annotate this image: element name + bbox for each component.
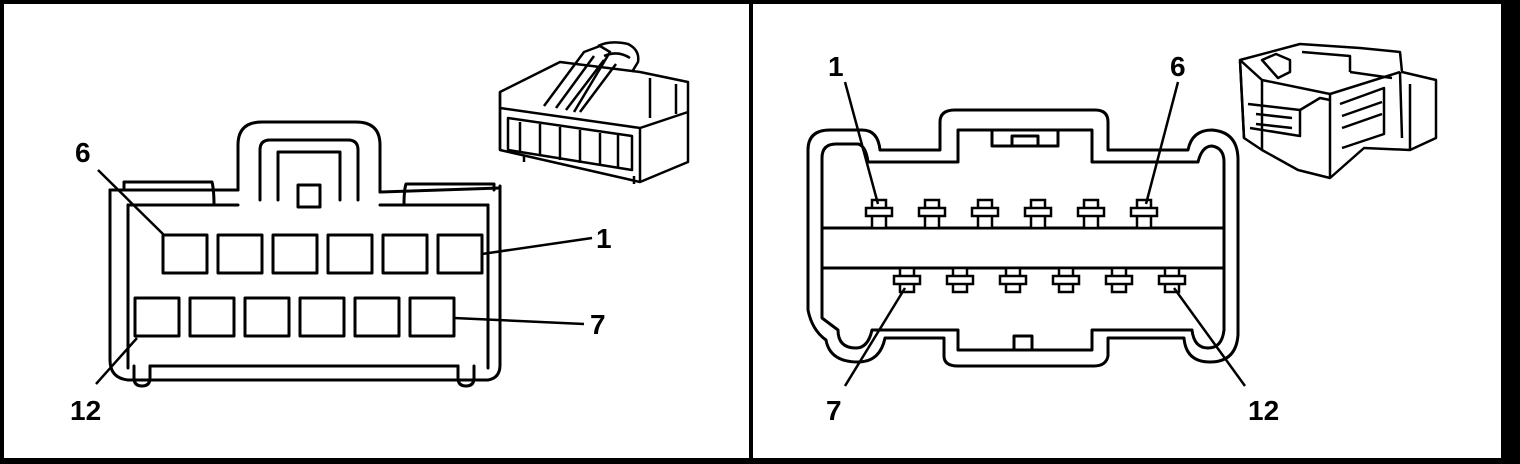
right-label-pin-12: 12: [1248, 395, 1279, 426]
left-label-pin-1: 1: [596, 223, 612, 254]
right-label-pin-7: 7: [826, 395, 842, 426]
left-label-pin-12: 12: [70, 395, 101, 426]
right-label-pin-1: 1: [828, 51, 844, 82]
right-connector-face: [806, 108, 1240, 368]
left-connector-iso-illustration: [498, 41, 690, 184]
right-leader-lines: [843, 81, 1247, 387]
left-label-pin-6: 6: [75, 137, 91, 168]
right-label-pin-6: 6: [1170, 51, 1186, 82]
left-leader-lines: [95, 169, 593, 385]
right-connector-iso-illustration: [1238, 42, 1438, 180]
right-terminals-bottom: [892, 266, 1187, 294]
right-terminals-top: [864, 198, 1159, 230]
left-label-pin-7: 7: [590, 309, 606, 340]
